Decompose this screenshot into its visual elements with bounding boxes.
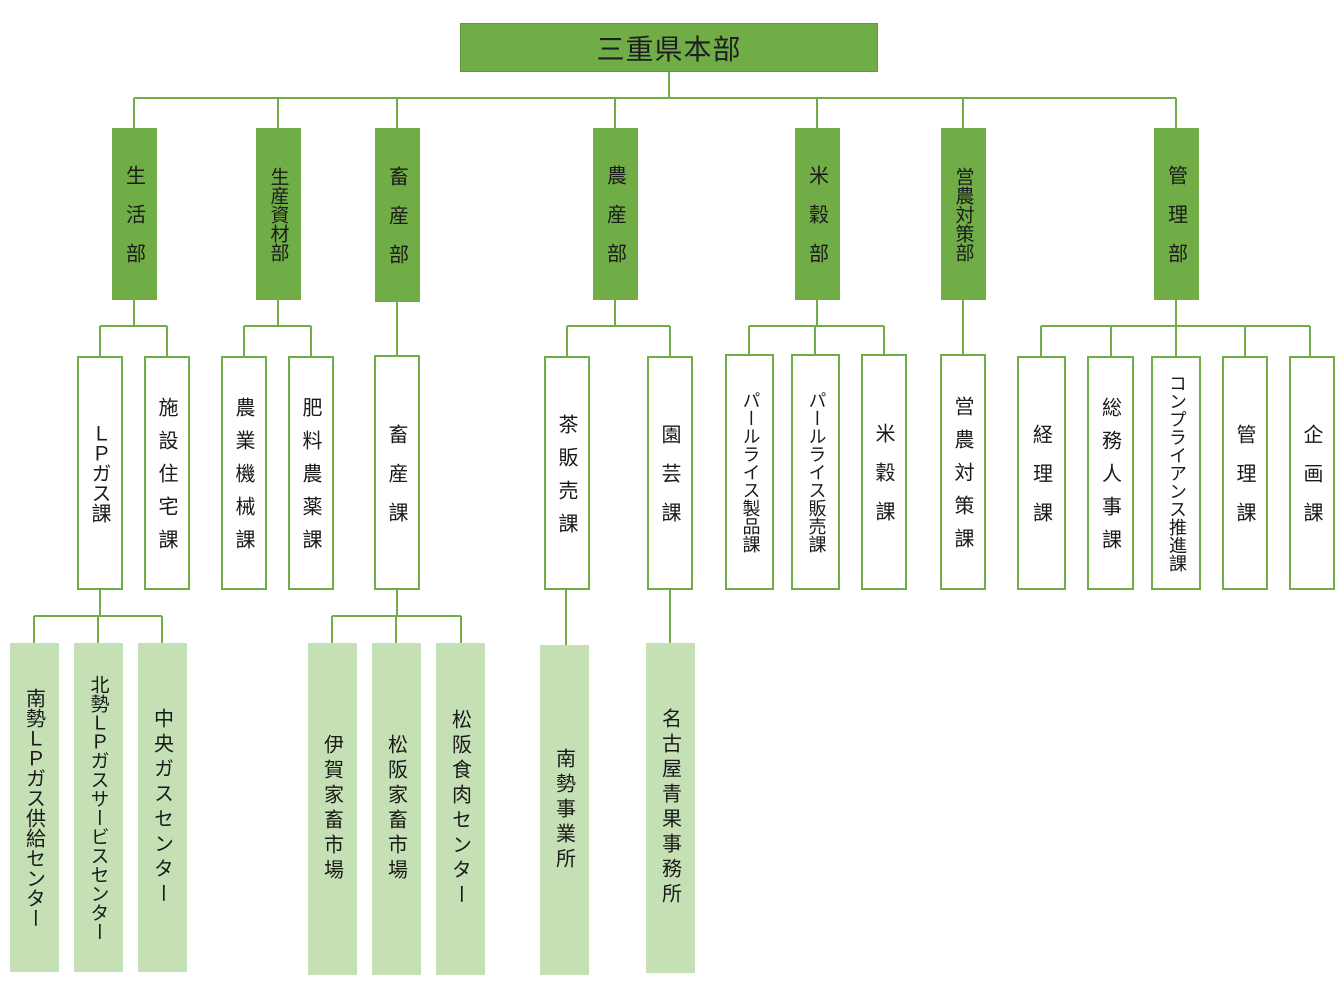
connector-lpgas-units	[33, 590, 163, 643]
headquarters-label: 三重県本部	[596, 32, 742, 66]
section-chikusan: 畜産課	[374, 355, 420, 590]
unit-label: 南勢事業所	[552, 747, 577, 873]
section-label: 米穀課	[872, 423, 896, 540]
unit-nagoya-seika: 名古屋青果事務所	[646, 643, 695, 973]
section-label: コンプライアンス推進課	[1166, 374, 1187, 572]
unit-chuou-gas: 中央ガスセンター	[138, 643, 187, 972]
section-compliance: コンプライアンス推進課	[1151, 356, 1201, 590]
dept-beikoku: 米穀部	[795, 128, 840, 300]
section-label: 営農対策課	[951, 396, 975, 561]
section-label: ＬＰガス課	[88, 423, 112, 523]
dept-chikusan: 畜産部	[375, 128, 420, 302]
connector-nousan	[566, 300, 671, 356]
section-lpgas: ＬＰガス課	[77, 356, 123, 590]
section-pearlrice-hanbai: パールライス販売課	[791, 354, 840, 590]
section-beikoku: 米穀課	[861, 354, 907, 590]
connector-chikusan-units	[331, 590, 462, 643]
dept-seisan-shizai: 生産資材部	[256, 128, 301, 300]
dept-label: 生産資材部	[267, 166, 290, 262]
unit-matsusaka-shokuniku: 松阪食肉センター	[436, 643, 485, 975]
unit-label: 南勢ＬＰガス供給センター	[22, 687, 47, 928]
section-label: 園芸課	[658, 424, 682, 541]
section-label: 総務人事課	[1098, 397, 1123, 562]
connector-hq-departments	[133, 72, 1177, 128]
section-cha-hanbai: 茶販売課	[544, 356, 590, 590]
dept-nousan: 農産部	[593, 128, 638, 300]
section-label: パールライス販売課	[805, 391, 827, 553]
unit-nansei-lpgas: 南勢ＬＰガス供給センター	[10, 643, 59, 972]
unit-label: 中央ガスセンター	[150, 707, 175, 908]
section-einou-taisaku: 営農対策課	[940, 354, 986, 590]
dept-kanri: 管理部	[1154, 128, 1199, 300]
section-shisetsu-jutaku: 施設住宅課	[144, 356, 190, 590]
dept-label: 営農対策部	[952, 166, 975, 262]
unit-label: 松阪食肉センター	[448, 709, 473, 909]
unit-label: 松阪家畜市場	[384, 734, 409, 884]
unit-matsusaka-kachiku: 松阪家畜市場	[372, 643, 421, 975]
connector-seisan-shizai	[243, 300, 312, 356]
unit-label: 伊賀家畜市場	[320, 734, 345, 884]
dept-einou-taisaku: 営農対策部	[941, 128, 986, 300]
unit-iga-kachiku: 伊賀家畜市場	[308, 643, 357, 975]
section-label: 施設住宅課	[155, 397, 179, 562]
dept-seikatsu: 生活部	[112, 128, 157, 300]
unit-label: 北勢ＬＰガスサービスセンター	[87, 674, 110, 941]
unit-label: 名古屋青果事務所	[658, 708, 683, 908]
section-label: 茶販売課	[555, 413, 579, 546]
section-kanri: 管理課	[1222, 356, 1268, 590]
section-label: 畜産課	[385, 423, 409, 541]
section-label: 経理課	[1029, 424, 1054, 541]
unit-hokusei-lpgas: 北勢ＬＰガスサービスセンター	[74, 643, 123, 972]
headquarters-box: 三重県本部	[460, 23, 878, 72]
section-soumu-jinji: 総務人事課	[1087, 356, 1134, 590]
dept-label: 管理部	[1164, 165, 1189, 282]
connector-kanri	[1040, 300, 1311, 356]
section-label: 企画課	[1300, 424, 1324, 541]
section-hiryou-nouyaku: 肥料農薬課	[288, 356, 334, 590]
connector-beikoku	[748, 300, 885, 354]
section-engei: 園芸課	[647, 356, 693, 590]
section-label: パールライス製品課	[739, 391, 761, 553]
section-keiri: 経理課	[1017, 356, 1066, 590]
dept-label: 畜産部	[385, 166, 410, 283]
dept-label: 生活部	[122, 165, 147, 282]
connector-seikatsu	[99, 300, 168, 356]
dept-label: 農産部	[603, 165, 628, 282]
section-label: 管理課	[1233, 424, 1257, 541]
section-label: 農業機械課	[232, 397, 256, 562]
dept-label: 米穀部	[805, 165, 830, 282]
section-nougyou-kikai: 農業機械課	[221, 356, 267, 590]
section-pearlrice-seihin: パールライス製品課	[725, 354, 774, 590]
section-label: 肥料農薬課	[299, 397, 323, 562]
unit-nansei-jigyousho: 南勢事業所	[540, 645, 589, 975]
section-kikaku: 企画課	[1289, 356, 1335, 590]
